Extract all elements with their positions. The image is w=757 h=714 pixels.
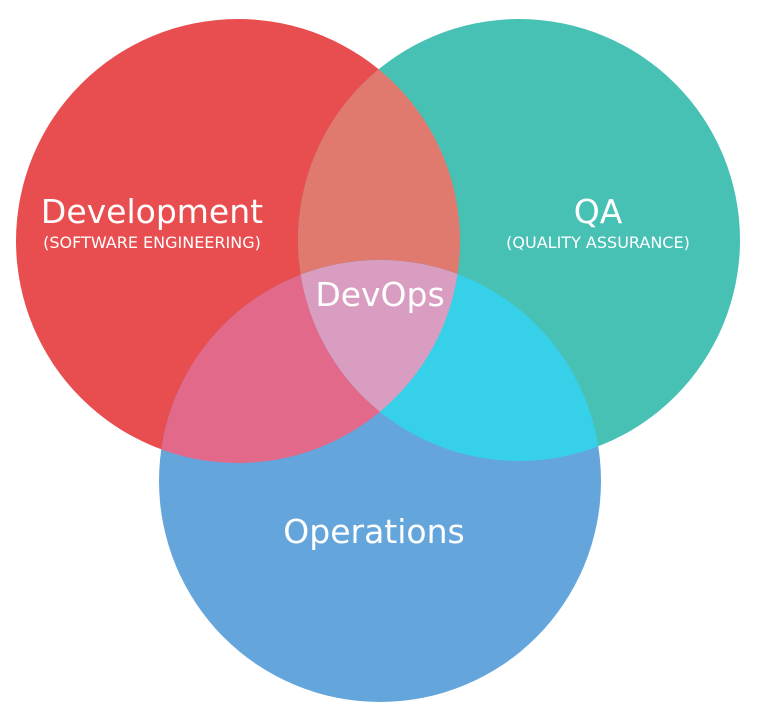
qa-label: QA — [574, 192, 623, 231]
operations-label: Operations — [283, 512, 464, 551]
development-sublabel: (SOFTWARE ENGINEERING) — [43, 233, 261, 252]
development-label: Development — [41, 192, 263, 231]
qa-sublabel: (QUALITY ASSURANCE) — [506, 233, 690, 252]
qa-ops-intersection — [298, 260, 601, 461]
dev-ops-intersection — [159, 260, 460, 463]
devops-label: DevOps — [315, 275, 444, 314]
